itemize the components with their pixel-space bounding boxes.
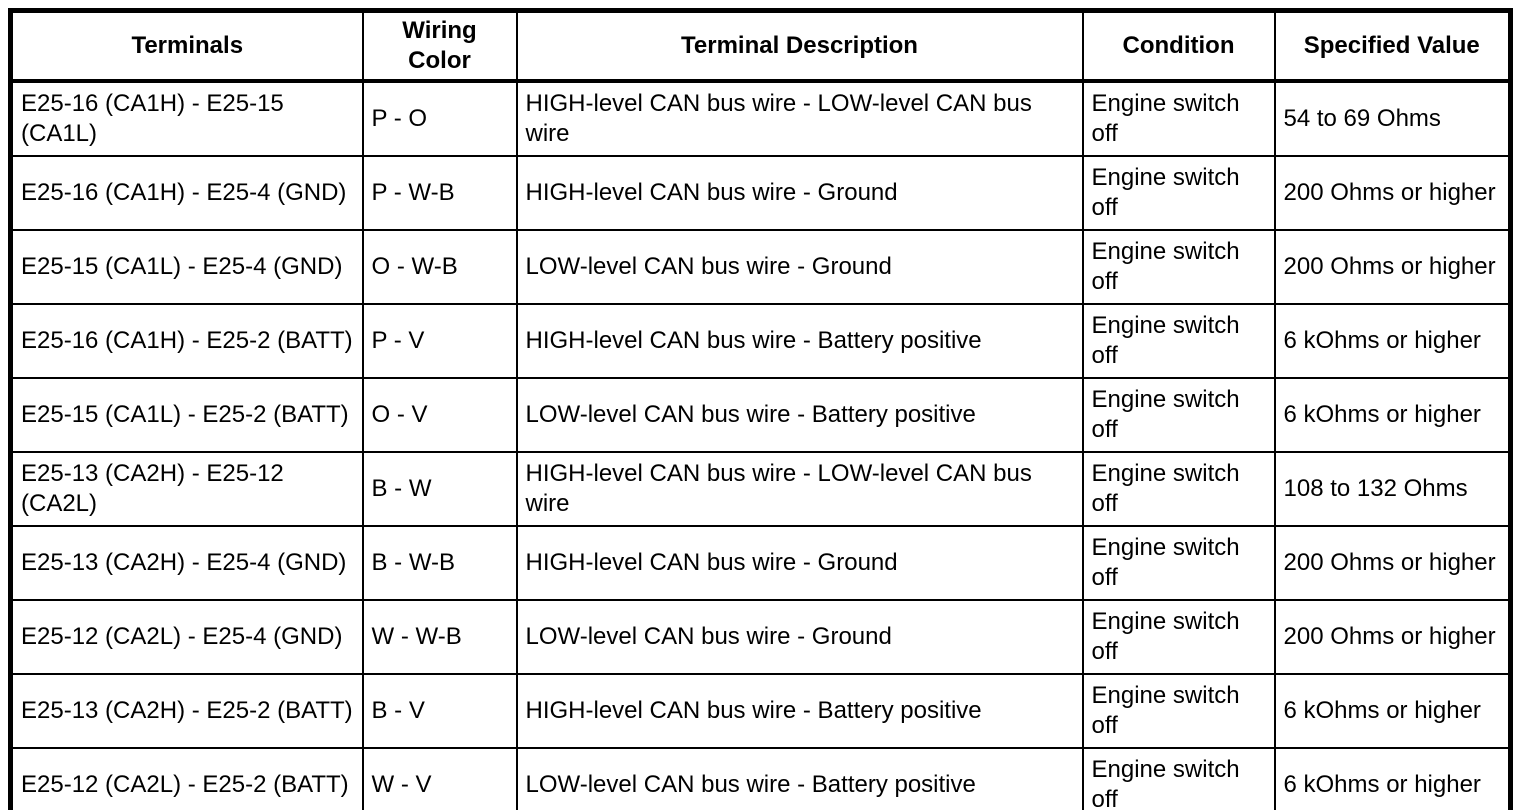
column-header-terminal-description: Terminal Description: [515, 9, 1084, 83]
cell-wiring-color: B - V: [361, 673, 518, 749]
cell-specified-value: 200 Ohms or higher: [1273, 599, 1512, 675]
column-header-terminals: Terminals: [9, 9, 364, 83]
table-row: E25-16 (CA1H) - E25-2 (BATT) P - V HIGH-…: [9, 303, 1512, 379]
cell-specified-value: 108 to 132 Ohms: [1273, 451, 1512, 527]
cell-description: HIGH-level CAN bus wire - LOW-level CAN …: [515, 451, 1084, 527]
cell-condition: Engine switch off: [1081, 155, 1276, 231]
cell-specified-value: 6 kOhms or higher: [1273, 747, 1512, 810]
cell-terminals: E25-15 (CA1L) - E25-2 (BATT): [9, 377, 364, 453]
cell-terminals: E25-12 (CA2L) - E25-2 (BATT): [9, 747, 364, 810]
cell-specified-value: 200 Ohms or higher: [1273, 229, 1512, 305]
table-row: E25-12 (CA2L) - E25-4 (GND) W - W-B LOW-…: [9, 599, 1512, 675]
cell-terminals: E25-13 (CA2H) - E25-12 (CA2L): [9, 451, 364, 527]
cell-wiring-color: O - V: [361, 377, 518, 453]
cell-terminals: E25-15 (CA1L) - E25-4 (GND): [9, 229, 364, 305]
cell-specified-value: 54 to 69 Ohms: [1273, 80, 1512, 157]
cell-description: LOW-level CAN bus wire - Ground: [515, 229, 1084, 305]
cell-condition: Engine switch off: [1081, 80, 1276, 157]
cell-condition: Engine switch off: [1081, 229, 1276, 305]
table-row: E25-16 (CA1H) - E25-4 (GND) P - W-B HIGH…: [9, 155, 1512, 231]
cell-wiring-color: W - W-B: [361, 599, 518, 675]
header-row: Terminals Wiring Color Terminal Descript…: [9, 9, 1512, 83]
resistance-check-table: Terminals Wiring Color Terminal Descript…: [8, 8, 1513, 810]
cell-condition: Engine switch off: [1081, 451, 1276, 527]
cell-terminals: E25-13 (CA2H) - E25-2 (BATT): [9, 673, 364, 749]
cell-specified-value: 6 kOhms or higher: [1273, 377, 1512, 453]
cell-condition: Engine switch off: [1081, 747, 1276, 810]
cell-specified-value: 6 kOhms or higher: [1273, 673, 1512, 749]
cell-terminals: E25-16 (CA1H) - E25-15 (CA1L): [9, 80, 364, 157]
cell-wiring-color: O - W-B: [361, 229, 518, 305]
cell-condition: Engine switch off: [1081, 599, 1276, 675]
table-body: E25-16 (CA1H) - E25-15 (CA1L) P - O HIGH…: [9, 80, 1512, 810]
table-row: E25-15 (CA1L) - E25-2 (BATT) O - V LOW-l…: [9, 377, 1512, 453]
cell-wiring-color: P - V: [361, 303, 518, 379]
table-row: E25-16 (CA1H) - E25-15 (CA1L) P - O HIGH…: [9, 80, 1512, 157]
cell-description: HIGH-level CAN bus wire - Battery positi…: [515, 673, 1084, 749]
column-header-specified-value: Specified Value: [1273, 9, 1512, 83]
cell-terminals: E25-16 (CA1H) - E25-4 (GND): [9, 155, 364, 231]
table-row: E25-13 (CA2H) - E25-4 (GND) B - W-B HIGH…: [9, 525, 1512, 601]
table-header: Terminals Wiring Color Terminal Descript…: [9, 9, 1512, 83]
cell-description: HIGH-level CAN bus wire - Ground: [515, 155, 1084, 231]
cell-wiring-color: P - W-B: [361, 155, 518, 231]
cell-wiring-color: W - V: [361, 747, 518, 810]
table-row: E25-13 (CA2H) - E25-2 (BATT) B - V HIGH-…: [9, 673, 1512, 749]
cell-condition: Engine switch off: [1081, 525, 1276, 601]
cell-wiring-color: B - W-B: [361, 525, 518, 601]
table-row: E25-13 (CA2H) - E25-12 (CA2L) B - W HIGH…: [9, 451, 1512, 527]
cell-description: HIGH-level CAN bus wire - LOW-level CAN …: [515, 80, 1084, 157]
cell-description: LOW-level CAN bus wire - Battery positiv…: [515, 377, 1084, 453]
cell-description: LOW-level CAN bus wire - Ground: [515, 599, 1084, 675]
cell-specified-value: 6 kOhms or higher: [1273, 303, 1512, 379]
cell-terminals: E25-16 (CA1H) - E25-2 (BATT): [9, 303, 364, 379]
cell-wiring-color: P - O: [361, 80, 518, 157]
table-row: E25-15 (CA1L) - E25-4 (GND) O - W-B LOW-…: [9, 229, 1512, 305]
cell-description: HIGH-level CAN bus wire - Battery positi…: [515, 303, 1084, 379]
column-header-wiring-color: Wiring Color: [361, 9, 518, 83]
column-header-condition: Condition: [1081, 9, 1276, 83]
cell-specified-value: 200 Ohms or higher: [1273, 155, 1512, 231]
cell-wiring-color: B - W: [361, 451, 518, 527]
cell-terminals: E25-13 (CA2H) - E25-4 (GND): [9, 525, 364, 601]
cell-condition: Engine switch off: [1081, 673, 1276, 749]
cell-terminals: E25-12 (CA2L) - E25-4 (GND): [9, 599, 364, 675]
cell-description: HIGH-level CAN bus wire - Ground: [515, 525, 1084, 601]
cell-specified-value: 200 Ohms or higher: [1273, 525, 1512, 601]
cell-condition: Engine switch off: [1081, 303, 1276, 379]
table-row: E25-12 (CA2L) - E25-2 (BATT) W - V LOW-l…: [9, 747, 1512, 810]
cell-condition: Engine switch off: [1081, 377, 1276, 453]
cell-description: LOW-level CAN bus wire - Battery positiv…: [515, 747, 1084, 810]
